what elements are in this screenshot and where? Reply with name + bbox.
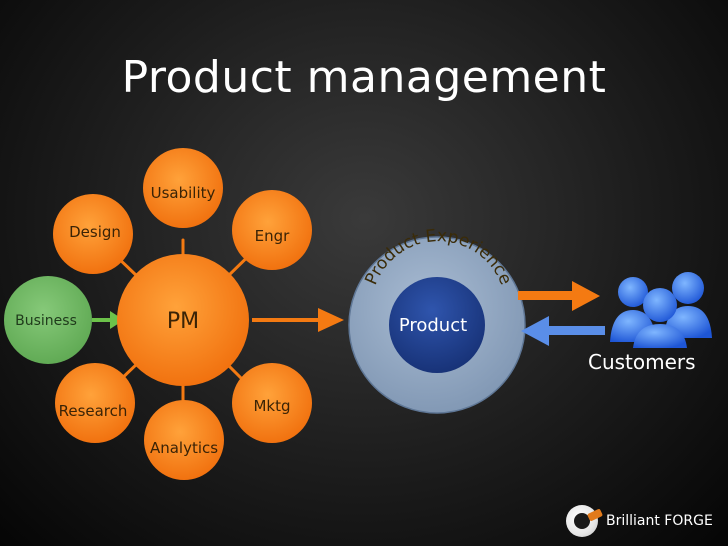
pm-to-product-arrow	[252, 308, 344, 332]
customers-icon	[610, 272, 712, 348]
node-research-label: Research	[59, 402, 128, 420]
brand-name: Brilliant FORGE	[606, 513, 713, 529]
node-business-label: Business	[15, 313, 77, 329]
node-mktg-label: Mktg	[253, 397, 290, 415]
slide-title: Product management	[121, 52, 607, 103]
brand-mark-icon	[566, 505, 598, 537]
node-mktg: Mktg	[232, 363, 312, 443]
brand-logo: Brilliant FORGE	[566, 502, 722, 540]
node-pm-label: PM	[167, 309, 199, 334]
product-core	[389, 277, 485, 373]
node-design-label: Design	[69, 223, 121, 241]
node-usability: Usability	[143, 148, 223, 228]
node-business: Business	[4, 276, 92, 364]
customers-label: Customers	[588, 350, 696, 374]
node-design: Design	[53, 194, 133, 274]
to-customers-arrow	[518, 281, 600, 311]
from-customers-arrow	[521, 316, 605, 346]
node-engr-label: Engr	[255, 227, 291, 245]
product-experience: Product Experience Product	[348, 226, 526, 414]
node-engr: Engr	[232, 190, 312, 270]
product-label: Product	[399, 315, 467, 336]
node-pm: PM	[117, 254, 249, 386]
node-analytics-label: Analytics	[150, 439, 218, 457]
node-usability-label: Usability	[151, 184, 216, 202]
node-research: Research	[55, 363, 135, 443]
node-analytics: Analytics	[144, 400, 224, 480]
